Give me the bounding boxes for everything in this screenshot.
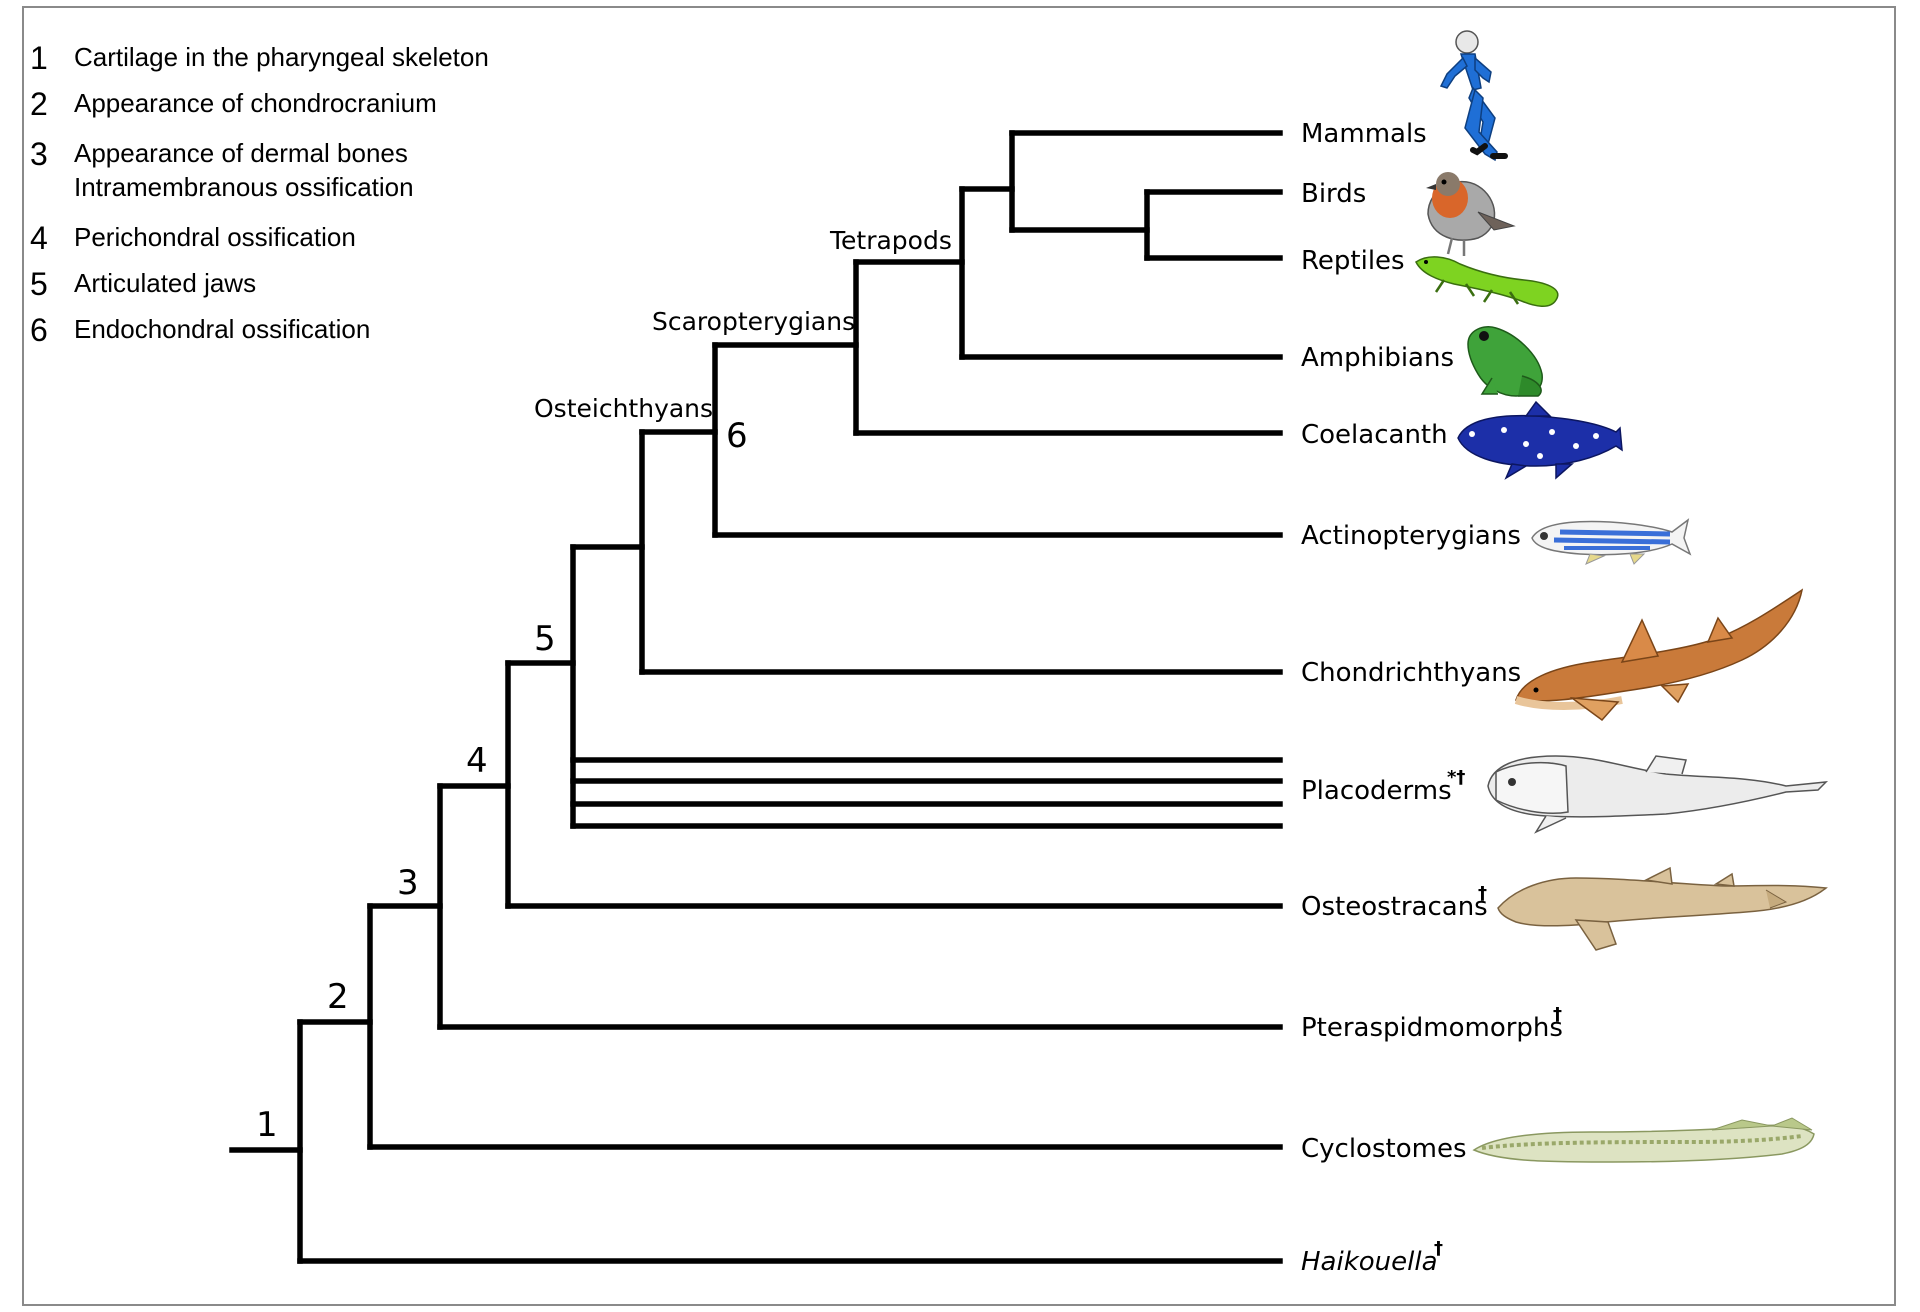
osteostracan-icon [1497,866,1828,951]
clade-label-scaropterygians: Scaropterygians [652,307,855,336]
taxon-label-mammals: Mammals [1301,119,1427,149]
taxon-label-actinopterygians: Actinopterygians [1301,521,1521,551]
legend-text: Articulated jaws [74,268,257,298]
clade-label-osteichthyans: Osteichthyans [534,394,713,423]
node-number-6: 6 [726,416,748,456]
pteraspidomorphs-extinct-mark: † [1553,1004,1562,1025]
taxon-label-pteraspidomorphs: Pteraspidmomorphs [1301,1013,1563,1043]
node-number-2: 2 [327,977,349,1017]
figure-frame [22,6,1896,1306]
taxon-label-amphibians: Amphibians [1301,343,1454,373]
lizard-icon [1415,256,1559,307]
taxon-label-osteostracans: Osteostracans [1301,892,1488,922]
haikouella-extinct-mark: † [1434,1238,1443,1259]
legend-number: 5 [30,266,48,302]
legend-text: Perichondral ossification [74,222,356,252]
legend-number: 4 [30,220,48,256]
taxon-label-placoderms: Placoderms [1301,776,1452,806]
taxon-label-haikouella: Haikouella [1301,1247,1438,1277]
legend-number: 2 [30,86,48,122]
placoderm-icon [1487,755,1829,834]
taxon-label-cyclostomes: Cyclostomes [1301,1134,1466,1164]
node-number-3: 3 [397,863,419,903]
coelacanth-icon [1457,400,1623,480]
zebrafish-icon [1531,518,1692,565]
legend-text: Intramembranous ossification [74,172,414,202]
lamprey-icon [1472,1117,1815,1163]
osteostracans-extinct-mark: † [1478,883,1487,904]
robin-icon [1426,172,1516,256]
taxon-label-birds: Birds [1301,179,1366,209]
clade-label-tetrapods: Tetrapods [829,226,952,255]
legend-text: Cartilage in the pharyngeal skeleton [74,42,489,72]
shark-icon [1514,588,1804,722]
taxon-label-chondrichthyans: Chondrichthyans [1301,658,1521,688]
legend-text: Endochondral ossification [74,314,371,344]
legend-text: Appearance of dermal bones [74,138,408,168]
node-number-5: 5 [534,619,556,659]
taxon-label-coelacanth: Coelacanth [1301,420,1448,450]
legend-number: 6 [30,312,48,348]
node-number-4: 4 [466,741,488,781]
placoderms-extinct-mark: *† [1447,767,1465,788]
tree-branches [229,130,1283,1264]
legend-number: 1 [30,40,48,76]
node-number-1: 1 [256,1105,278,1145]
legend-number: 3 [30,136,48,172]
taxon-label-reptiles: Reptiles [1301,246,1405,276]
frog-icon [1467,326,1543,397]
legend-text: Appearance of chondrocranium [74,88,437,118]
human-runner-icon [1439,30,1508,162]
